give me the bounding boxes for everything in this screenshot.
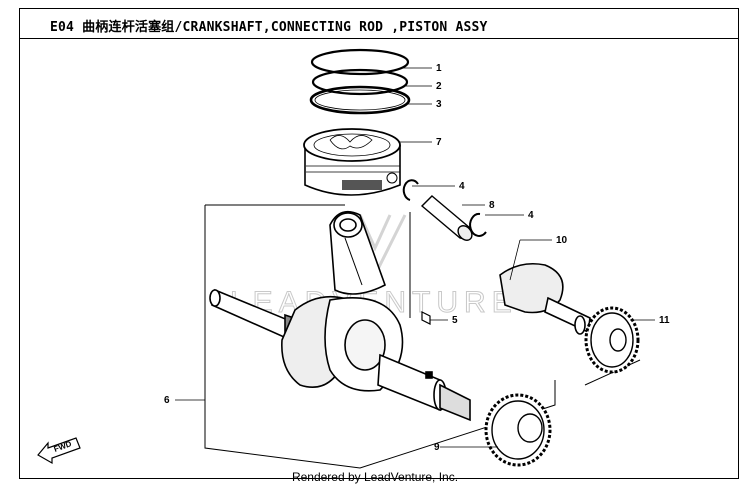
callout-1: 1 <box>436 63 442 74</box>
piston-ring-2 <box>311 68 409 96</box>
piston <box>303 128 401 196</box>
assembly-outline <box>204 204 641 469</box>
footer-credit: Rendered by LeadVenture, Inc. <box>291 470 459 484</box>
piston-pin-clip-right <box>469 212 487 237</box>
callout-4-left-clip: 4 <box>459 181 465 192</box>
callout-7: 7 <box>436 137 442 148</box>
callout-9: 9 <box>434 442 440 453</box>
balance-shaft-gear <box>584 306 640 374</box>
piston-ring-1 <box>310 48 410 76</box>
crankshaft-gear <box>484 393 552 467</box>
title-box: E04 曲柄连杆活塞组/CRANKSHAFT,CONNECTING ROD ,P… <box>19 8 739 39</box>
crankshaft <box>209 288 471 422</box>
balance-shaft <box>499 262 591 335</box>
callout-10: 10 <box>556 235 568 246</box>
callout-11: 11 <box>659 315 670 326</box>
callout-5: 5 <box>452 315 458 326</box>
woodruff-key <box>421 311 431 325</box>
leader-lines <box>175 67 655 448</box>
diagram-title: E04 曲柄连杆活塞组/CRANKSHAFT,CONNECTING ROD ,P… <box>50 20 488 35</box>
piston-pin-clip-left <box>402 179 419 201</box>
piston-ring-3 <box>309 85 411 115</box>
callout-4-right-clip: 4 <box>528 210 534 221</box>
outer-border <box>19 39 739 479</box>
callout-2: 2 <box>436 81 442 92</box>
callout-6: 6 <box>164 395 170 406</box>
callout-8: 8 <box>489 200 495 211</box>
forward-direction-arrow: FWD <box>37 437 81 465</box>
connecting-rod <box>329 210 386 295</box>
callout-3: 3 <box>436 99 442 110</box>
piston-pin <box>420 195 473 241</box>
